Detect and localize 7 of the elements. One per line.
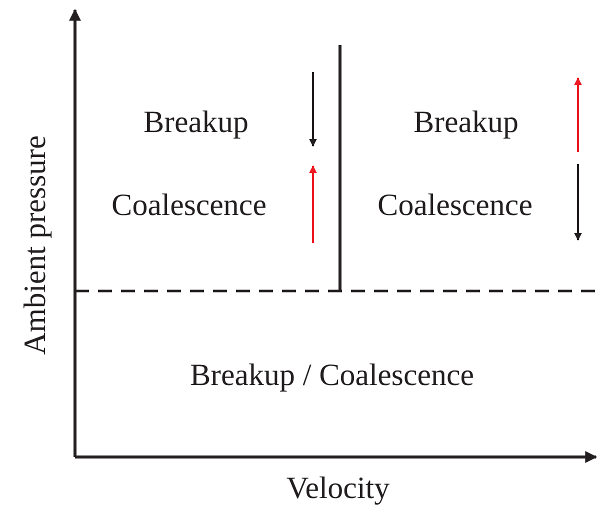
axis-title: Ambient pressure bbox=[18, 135, 52, 355]
axis-title: Velocity bbox=[286, 470, 390, 506]
region-label: Breakup bbox=[413, 104, 519, 140]
region-label: Breakup / Coalescence bbox=[190, 358, 474, 392]
region-label: Coalescence bbox=[378, 188, 532, 222]
region-label: Coalescence bbox=[112, 188, 266, 222]
region-label: Breakup bbox=[143, 104, 249, 140]
